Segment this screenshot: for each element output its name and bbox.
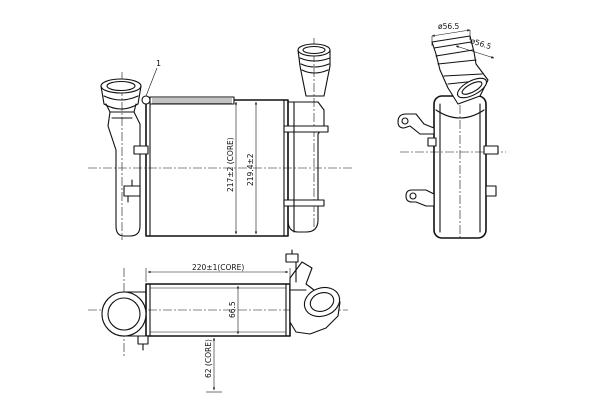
front-view: 1 217±2 (CORE) 219.4±2 (88, 38, 352, 240)
side-left-boss (427, 137, 437, 147)
dim-core-height-label: 217±2 (CORE) (226, 137, 235, 192)
bottom-right-pipe (285, 249, 341, 335)
dim-depth: 66.5 (228, 285, 240, 335)
dim-inlet-upper: ø56.5 (431, 22, 471, 46)
dim-core-width-label: 220±1(CORE) (192, 263, 244, 272)
core-block (145, 96, 289, 237)
right-outlet-pipe (297, 43, 331, 97)
side-right-plug (485, 185, 497, 197)
dim-inlet-upper-label: ø56.5 (438, 22, 460, 31)
side-right-fitting (483, 145, 499, 155)
callout-label: 1 (156, 59, 161, 68)
side-view: ø56.5 ø56.5 (397, 22, 506, 240)
dim-overall-height-label: 219.4±2 (246, 153, 255, 186)
bottom-view: 220±1(CORE) 66.5 62 (CORE) (88, 249, 348, 393)
dim-core-depth-label: 62 (CORE) (204, 339, 213, 378)
left-end-tank (107, 111, 149, 237)
dim-core-width: 220±1(CORE) (145, 263, 291, 282)
dim-depth-label: 66.5 (228, 301, 237, 318)
dim-core-height: 217±2 (CORE) (226, 101, 238, 235)
dim-core-depth: 62 (CORE) (204, 335, 222, 393)
dim-overall-height: 219.4±2 (246, 101, 258, 235)
bottom-left-pipe (101, 291, 149, 351)
side-lower-bracket (405, 189, 435, 207)
right-end-tank (283, 101, 329, 233)
side-upper-bracket (397, 113, 435, 135)
part-callout: 1 (145, 59, 161, 97)
left-inlet-pipe (100, 78, 151, 113)
